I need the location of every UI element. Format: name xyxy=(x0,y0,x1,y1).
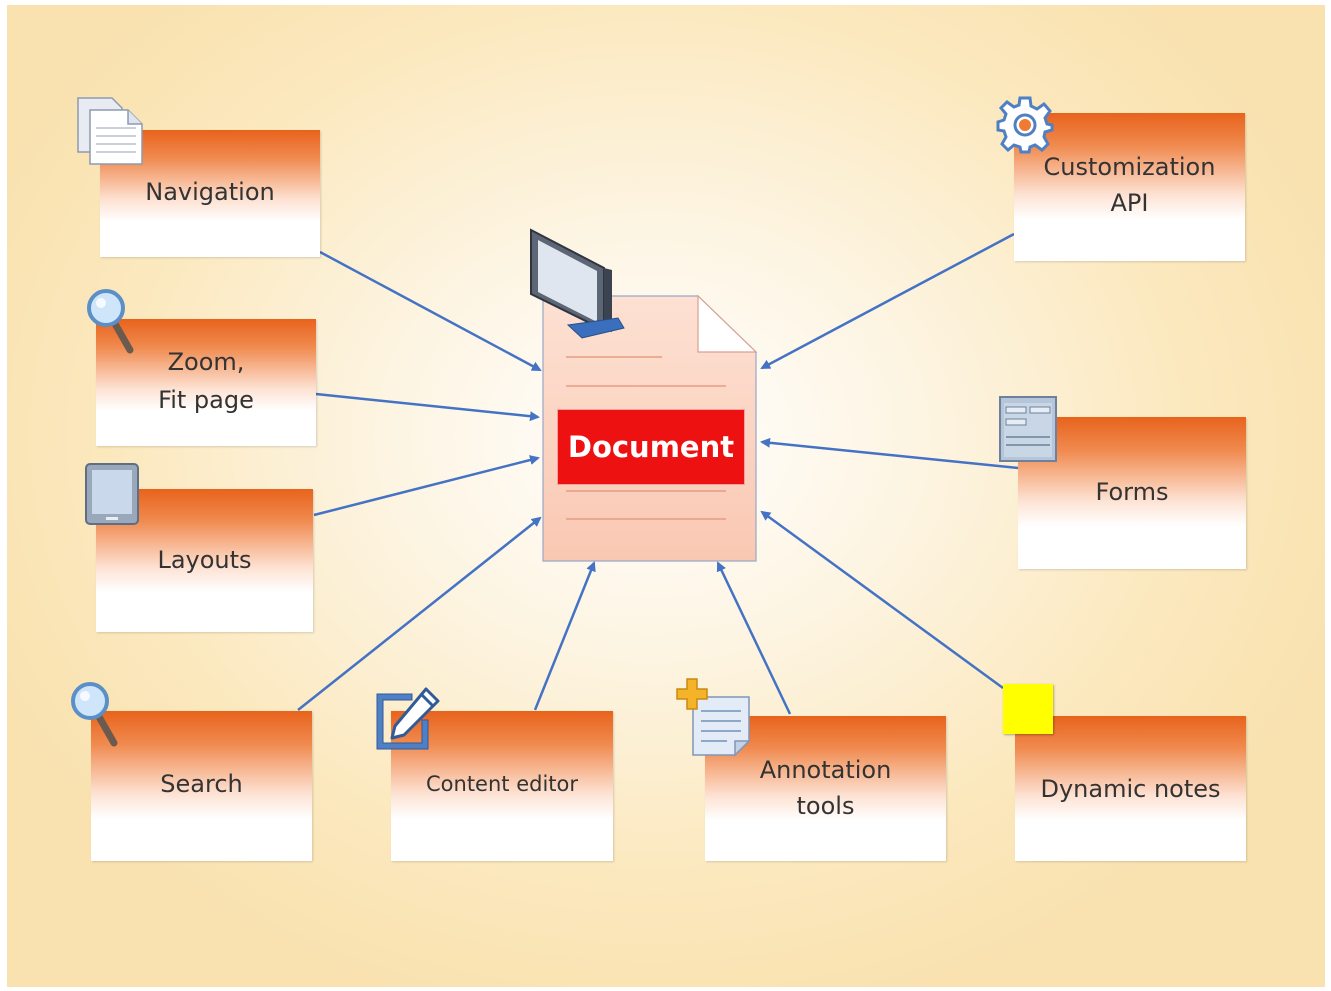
arrow-search xyxy=(297,516,542,711)
arrow-navigation xyxy=(319,250,542,372)
arrow-layouts xyxy=(313,455,540,517)
tablet-icon xyxy=(85,463,139,525)
sticky-note-icon xyxy=(1003,684,1053,734)
forms-label: Forms xyxy=(1095,478,1169,506)
content-editor-label: Content editor xyxy=(426,772,578,796)
dynamic-notes-box[interactable]: Dynamic notes xyxy=(1015,716,1246,861)
pencil-edit-icon xyxy=(376,687,440,750)
zoom-label-line2: Fit page xyxy=(158,386,254,414)
customization-label-line2: API xyxy=(1110,189,1149,217)
gear-icon xyxy=(996,96,1054,154)
monitor-icon xyxy=(530,228,625,339)
arrow-content-editor xyxy=(533,561,596,711)
add-note-icon xyxy=(676,678,751,757)
document-title-label: Document xyxy=(558,410,744,484)
search-box[interactable]: Search xyxy=(91,711,312,861)
dynamic-notes-label: Dynamic notes xyxy=(1040,775,1221,803)
arrow-forms xyxy=(760,437,1019,470)
layouts-label: Layouts xyxy=(157,546,252,574)
annotation-label-line2: tools xyxy=(796,792,855,820)
zoom-fit-page-box[interactable]: Zoom, Fit page xyxy=(96,319,316,446)
arrow-customization xyxy=(760,232,1015,370)
search-label: Search xyxy=(160,770,243,798)
annotation-label-line1: Annotation xyxy=(759,756,892,784)
content-editor-box[interactable]: Content editor xyxy=(391,711,613,861)
arrow-annotation xyxy=(716,561,792,715)
zoom-label-line1: Zoom, xyxy=(167,348,245,376)
arrow-zoom xyxy=(315,392,540,422)
customization-label-line1: Customization xyxy=(1043,153,1216,181)
arrow-dynamic-notes xyxy=(760,510,1004,690)
annotation-tools-box[interactable]: Annotation tools xyxy=(705,716,946,861)
form-icon xyxy=(999,396,1057,462)
magnifier-icon xyxy=(87,289,134,354)
customization-api-box[interactable]: Customization API xyxy=(1014,113,1245,261)
magnifier-icon xyxy=(71,682,118,747)
navigation-box[interactable]: Navigation xyxy=(100,130,320,257)
navigation-label: Navigation xyxy=(145,178,275,206)
pages-icon xyxy=(77,97,143,165)
